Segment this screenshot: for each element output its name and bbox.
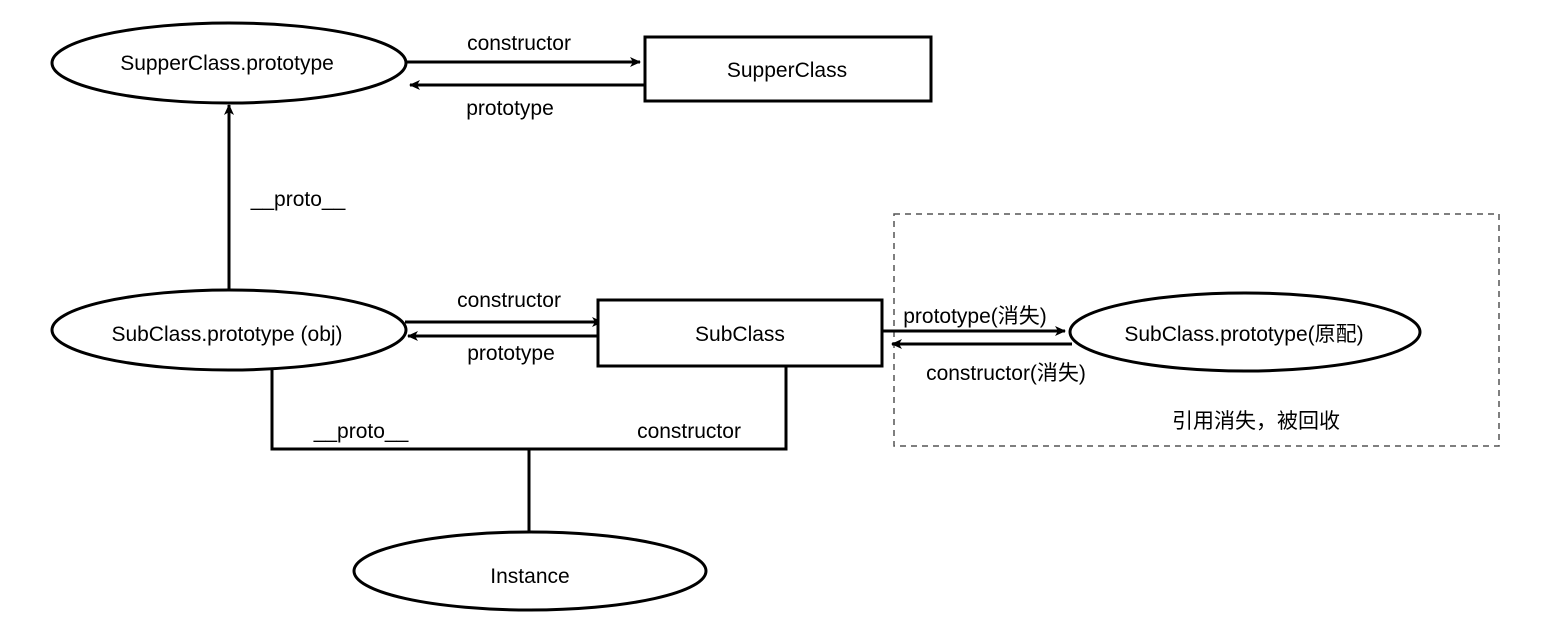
- node-supper-class-prototype[interactable]: SupperClass.prototype: [50, 21, 408, 105]
- node-supper-class[interactable]: SupperClass: [643, 35, 933, 103]
- node-sub-class-prototype-obj-label: SubClass.prototype (obj): [111, 323, 342, 346]
- node-sub-class-label: SubClass: [695, 323, 785, 346]
- node-sub-class-prototype-original-label: SubClass.prototype(原配): [1124, 323, 1363, 346]
- label-instance-constructor: constructor: [637, 420, 741, 443]
- node-sub-class[interactable]: SubClass: [596, 298, 884, 368]
- label-sub-obj-proto: __proto__: [250, 188, 346, 211]
- label-supper-constructor: constructor: [467, 32, 571, 55]
- label-orig-constructor-lost: constructor(消失): [926, 362, 1086, 385]
- node-supper-class-label: SupperClass: [727, 59, 847, 82]
- node-sub-class-prototype-original[interactable]: SubClass.prototype(原配): [1068, 291, 1422, 373]
- node-instance-label: Instance: [490, 565, 569, 588]
- node-instance[interactable]: Instance: [352, 530, 708, 612]
- label-supper-prototype: prototype: [466, 97, 554, 120]
- label-orig-prototype-lost: prototype(消失): [903, 305, 1047, 328]
- gc-group-border: [893, 213, 1500, 447]
- label-sub-constructor: constructor: [457, 289, 561, 312]
- label-sub-prototype: prototype: [467, 342, 555, 365]
- node-supper-class-prototype-label: SupperClass.prototype: [120, 52, 334, 75]
- label-instance-proto: __proto__: [313, 420, 409, 443]
- node-sub-class-prototype-obj[interactable]: SubClass.prototype (obj): [50, 288, 408, 372]
- label-gc-note: 引用消失，被回收: [1172, 410, 1340, 433]
